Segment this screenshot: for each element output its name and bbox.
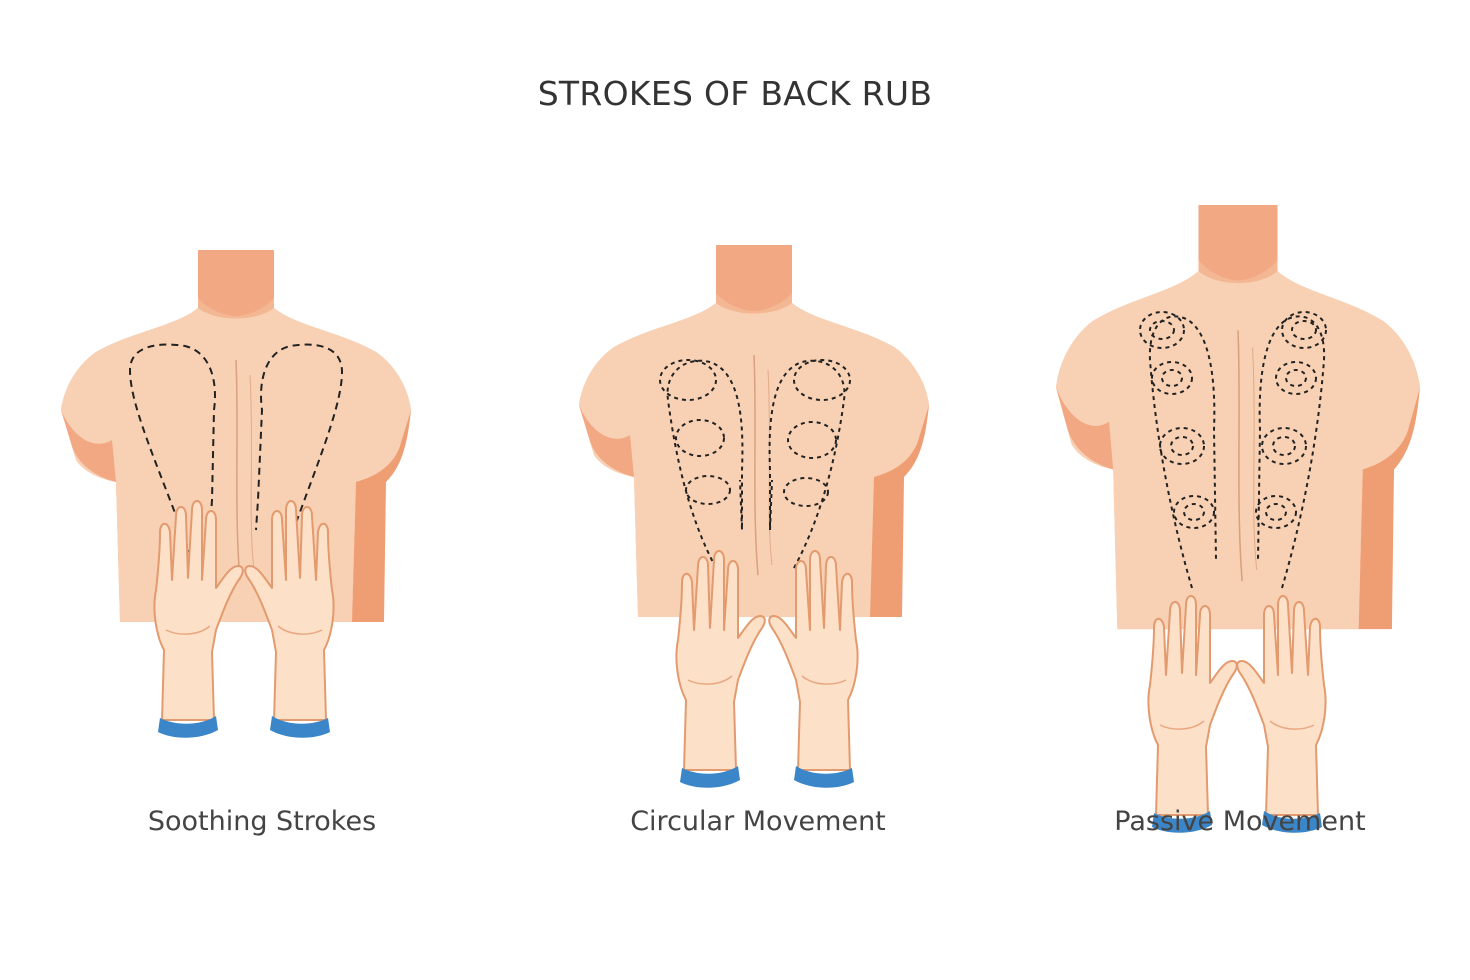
torso-back-3	[1056, 205, 1420, 629]
right-hand-3	[1237, 596, 1325, 833]
caption-passive-movement: Passive Movement	[1030, 806, 1450, 837]
caption-circular-movement: Circular Movement	[548, 806, 968, 837]
left-hand-3	[1148, 596, 1236, 833]
caption-soothing-strokes: Soothing Strokes	[52, 806, 472, 837]
panel-circular-movement	[579, 245, 929, 788]
torso-back-2	[579, 245, 929, 617]
panel-soothing-strokes	[61, 250, 411, 738]
panel-passive-movement	[1056, 205, 1420, 833]
